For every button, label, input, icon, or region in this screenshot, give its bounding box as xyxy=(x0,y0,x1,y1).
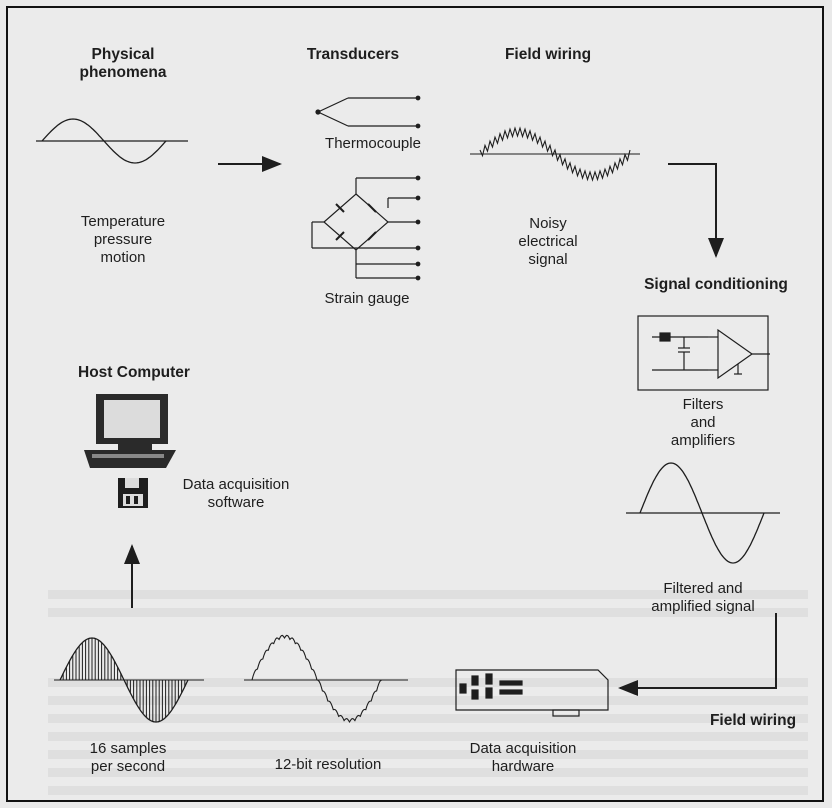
bleed-line xyxy=(48,590,808,599)
noisy-signal-label: Noisy electrical signal xyxy=(518,215,578,268)
arrow-to-daq-hardware xyxy=(618,613,777,696)
daq-hardware-label: Data acquisition hardware xyxy=(469,740,577,775)
twelve-bit-wave xyxy=(244,634,408,724)
floppy-disk-icon xyxy=(118,478,148,508)
daq-software-label: Data acquisition software xyxy=(182,476,290,511)
filters-amplifiers-label: Filters and amplifiers xyxy=(670,396,736,449)
bleed-line xyxy=(48,696,808,705)
resolution-label: 12-bit resolution xyxy=(274,756,382,773)
filtered-sine-wave xyxy=(626,462,780,564)
filtered-amplified-label: Filtered and amplified signal xyxy=(651,580,755,615)
desktop-computer-icon xyxy=(84,394,176,468)
physical-sine-wave xyxy=(36,118,188,164)
bleed-line xyxy=(48,786,808,795)
physical-phenomena-heading: Physical phenomena xyxy=(79,46,167,81)
arrow-to-signal-conditioning xyxy=(668,163,724,258)
strain-gauge-icon xyxy=(311,175,421,281)
diagram-graphics xyxy=(36,95,780,724)
bleed-line xyxy=(48,678,808,687)
filter-amplifier-icon xyxy=(637,315,770,391)
strain-gauge-label: Strain gauge xyxy=(324,290,410,307)
bleed-line xyxy=(48,714,808,723)
bleed-line xyxy=(48,608,808,617)
samples-per-second-label: 16 samples per second xyxy=(89,740,167,775)
noisy-signal-wave xyxy=(470,126,640,182)
thermocouple-label: Thermocouple xyxy=(325,135,421,152)
daq-board-icon xyxy=(455,669,609,717)
transducers-heading: Transducers xyxy=(306,46,400,63)
field-wiring-heading-bottom: Field wiring xyxy=(709,712,797,729)
bleed-line xyxy=(48,732,808,741)
field-wiring-heading-top: Field wiring xyxy=(504,46,592,63)
temperature-pressure-motion-label: Temperature pressure motion xyxy=(80,213,166,266)
bleed-line xyxy=(48,768,808,777)
bleed-line xyxy=(48,750,808,759)
sampled-wave xyxy=(54,637,204,723)
thermocouple-icon xyxy=(315,95,421,129)
diagram-frame: Physical phenomena Transducers Field wir… xyxy=(6,6,824,802)
host-computer-heading: Host Computer xyxy=(78,364,190,381)
signal-conditioning-heading: Signal conditioning xyxy=(644,276,788,293)
